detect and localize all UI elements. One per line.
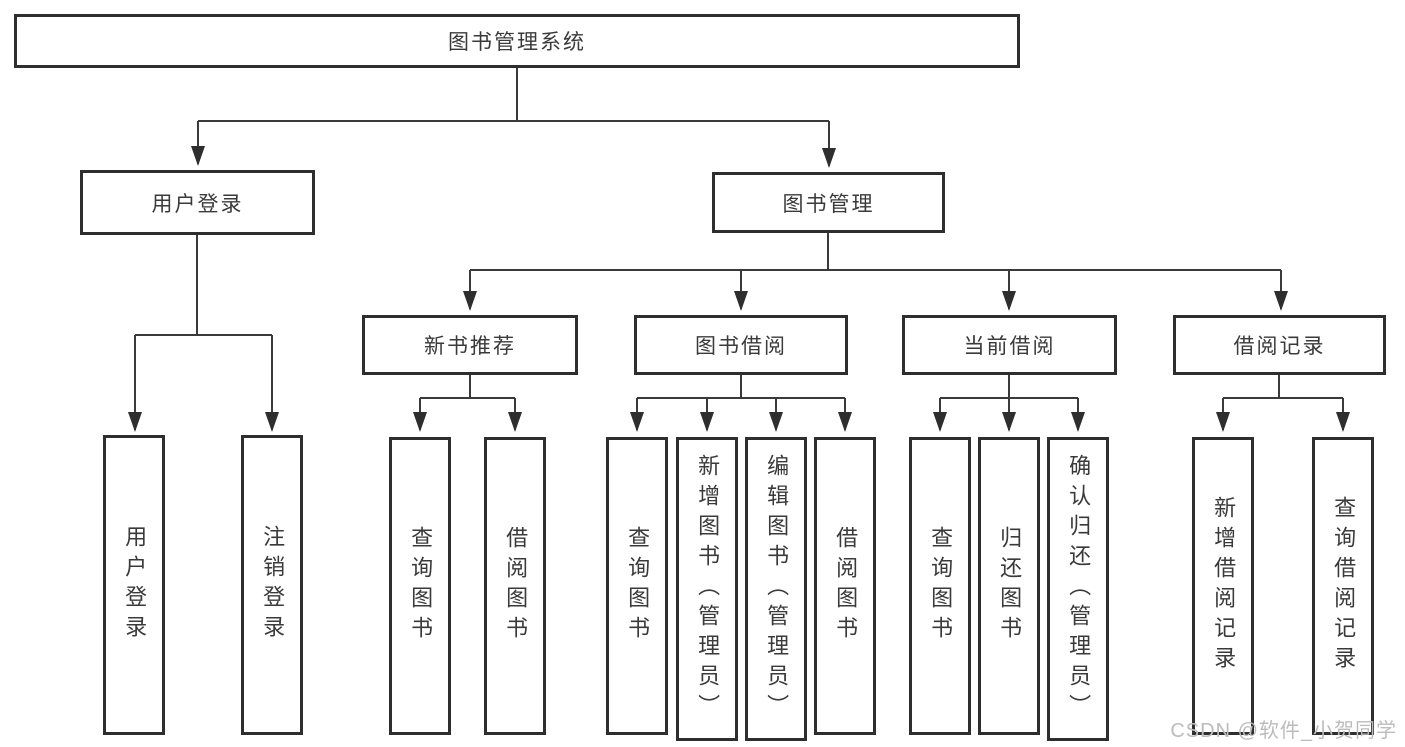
leaf-user-login: 用户登录 [103, 435, 165, 735]
leaf-edit-book-admin-label: 编辑图书（管理员） [764, 454, 790, 724]
node-book-borrow-label: 图书借阅 [695, 335, 787, 358]
leaf-query-books-current: 查询图书 [909, 437, 971, 735]
node-user-login-label: 用户登录 [151, 192, 244, 216]
leaf-query-books-borrow: 查询图书 [606, 437, 668, 735]
leaf-query-books-borrow-label: 查询图书 [625, 526, 651, 646]
node-current-borrow: 当前借阅 [902, 315, 1117, 375]
leaf-add-book-admin-label: 新增图书（管理员） [695, 454, 721, 724]
leaf-borrow-books-borrow-label: 借阅图书 [833, 526, 859, 646]
leaf-add-book-admin: 新增图书（管理员） [676, 437, 738, 741]
node-borrow-records: 借阅记录 [1173, 315, 1386, 375]
leaf-borrow-books-borrow: 借阅图书 [814, 437, 876, 735]
leaf-logout-label: 注销登录 [260, 525, 286, 645]
node-current-borrow-label: 当前借阅 [963, 335, 1056, 358]
node-user-login: 用户登录 [80, 170, 315, 235]
leaf-query-books-recommend: 查询图书 [389, 437, 451, 735]
leaf-return-book-label: 归还图书 [997, 526, 1023, 646]
node-root-label: 图书管理系统 [448, 31, 586, 54]
node-book-management: 图书管理 [712, 172, 945, 233]
leaf-borrow-books-recommend: 借阅图书 [484, 437, 546, 735]
leaf-logout: 注销登录 [241, 435, 303, 735]
leaf-query-borrow-record-label: 查询借阅记录 [1331, 496, 1357, 676]
leaf-borrow-books-recommend-label: 借阅图书 [503, 526, 529, 646]
node-root: 图书管理系统 [14, 14, 1020, 68]
node-book-management-label: 图书管理 [782, 192, 875, 216]
leaf-query-books-current-label: 查询图书 [928, 526, 954, 646]
node-book-borrow: 图书借阅 [634, 315, 848, 375]
node-new-book-recommend-label: 新书推荐 [424, 335, 516, 358]
leaf-query-borrow-record: 查询借阅记录 [1312, 437, 1374, 735]
node-borrow-records-label: 借阅记录 [1233, 335, 1326, 358]
node-new-book-recommend: 新书推荐 [362, 315, 578, 375]
leaf-confirm-return-admin: 确认归还（管理员） [1047, 437, 1109, 741]
leaf-add-borrow-record-label: 新增借阅记录 [1211, 496, 1237, 676]
leaf-edit-book-admin: 编辑图书（管理员） [745, 437, 807, 741]
leaf-confirm-return-admin-label: 确认归还（管理员） [1066, 454, 1092, 724]
leaf-query-books-recommend-label: 查询图书 [408, 526, 434, 646]
leaf-return-book: 归还图书 [978, 437, 1040, 735]
watermark: CSDN @软件_小贺同学 [1170, 720, 1397, 742]
leaf-add-borrow-record: 新增借阅记录 [1192, 437, 1254, 735]
leaf-user-login-label: 用户登录 [122, 525, 148, 645]
